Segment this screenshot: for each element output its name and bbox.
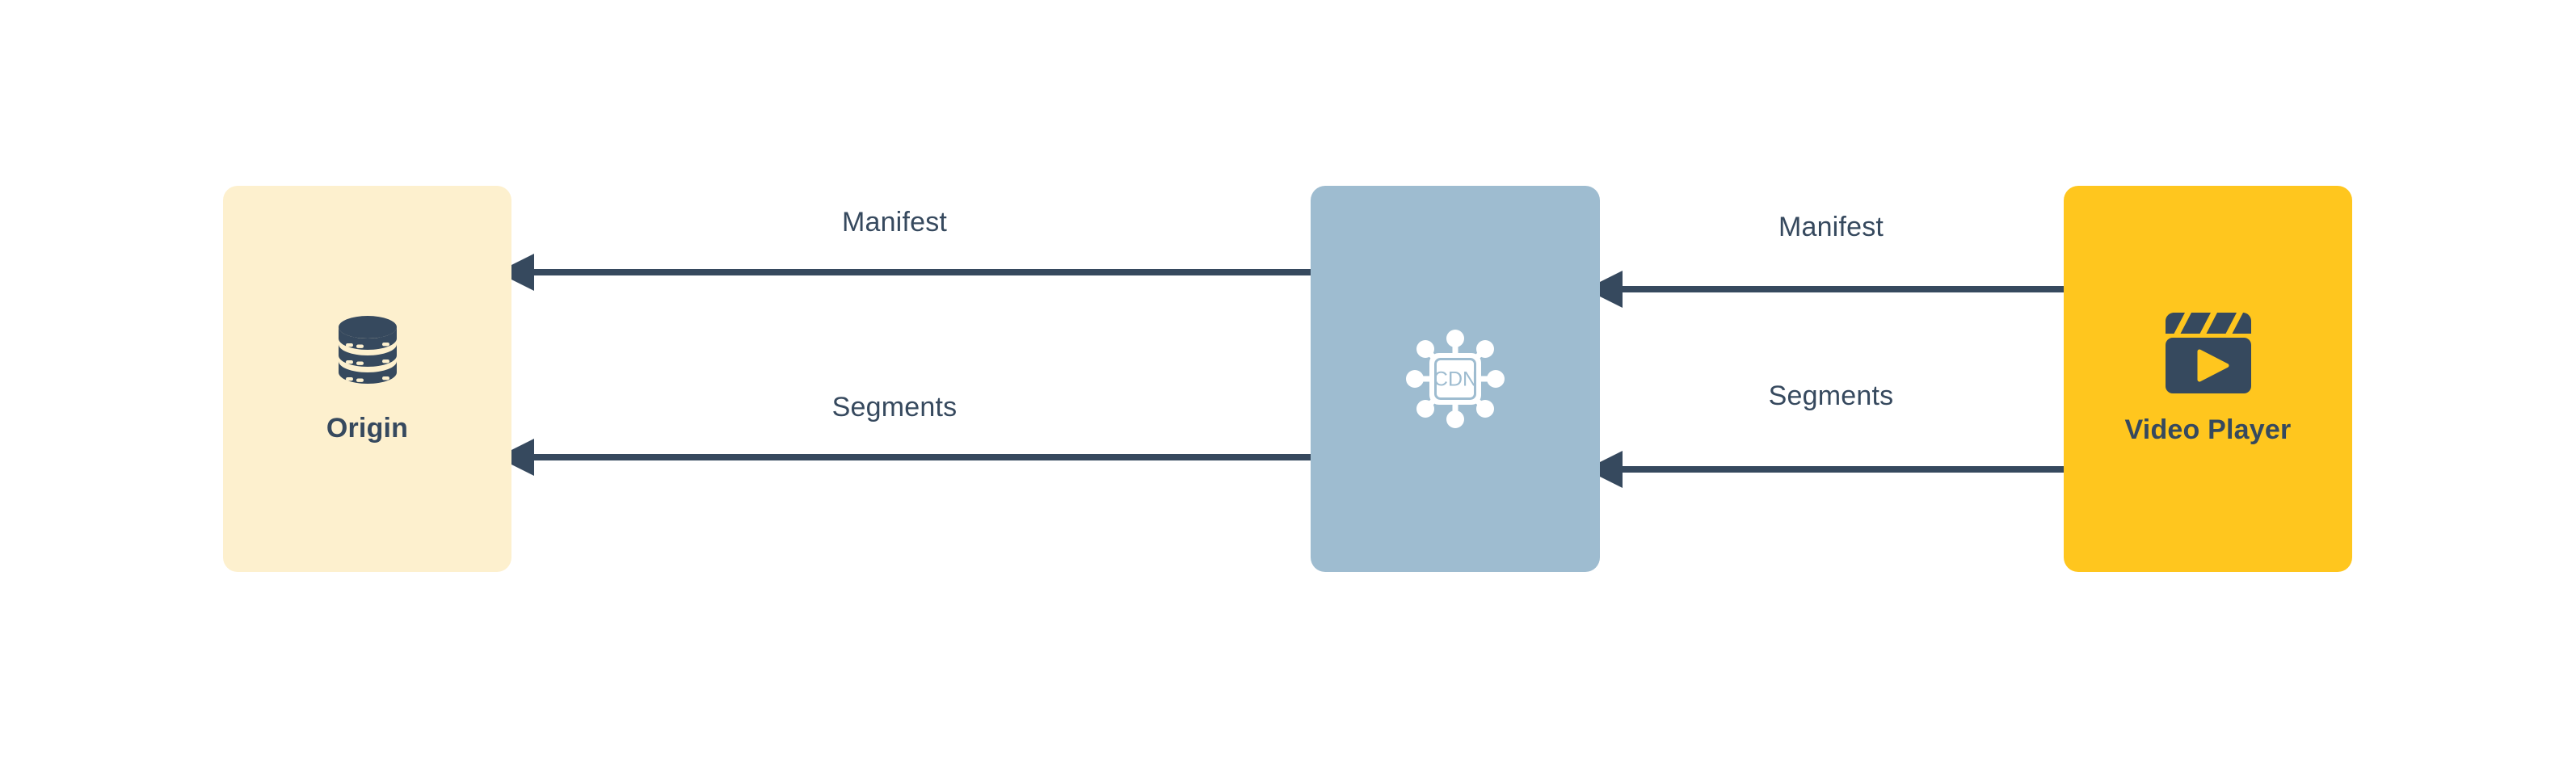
edge-label-player-to-cdn-manifest: Manifest	[1778, 212, 1884, 242]
video-clapperboard-play-icon	[2165, 312, 2251, 393]
node-origin[interactable]: Origin	[223, 186, 511, 572]
arrowhead-icon	[1585, 271, 1623, 308]
edge-player-to-cdn-segments	[1585, 451, 2069, 488]
arrowhead-icon	[497, 439, 534, 476]
database-icon	[335, 314, 400, 392]
arrowhead-icon	[497, 254, 534, 291]
edge-line	[1621, 466, 2069, 473]
edge-label-cdn-to-origin-manifest: Manifest	[841, 207, 948, 238]
edge-label-cdn-to-origin-segments: Segments	[831, 392, 958, 423]
cdn-chip-icon: CDN	[1405, 329, 1505, 429]
edge-line	[532, 454, 1315, 460]
edge-line	[532, 269, 1315, 275]
node-cdn[interactable]: CDN	[1311, 186, 1600, 572]
edge-cdn-to-origin-segments	[497, 439, 1315, 476]
edge-player-to-cdn-manifest	[1585, 271, 2069, 308]
edge-cdn-to-origin-manifest	[497, 254, 1315, 291]
edge-line	[1621, 286, 2069, 292]
edge-label-player-to-cdn-segments: Segments	[1768, 380, 1894, 411]
arrowhead-icon	[1585, 451, 1623, 488]
node-origin-label: Origin	[326, 412, 409, 444]
cdn-chip-text: CDN	[1433, 368, 1477, 391]
node-video-player-label: Video Player	[2124, 414, 2292, 445]
node-video-player[interactable]: Video Player	[2064, 186, 2352, 572]
